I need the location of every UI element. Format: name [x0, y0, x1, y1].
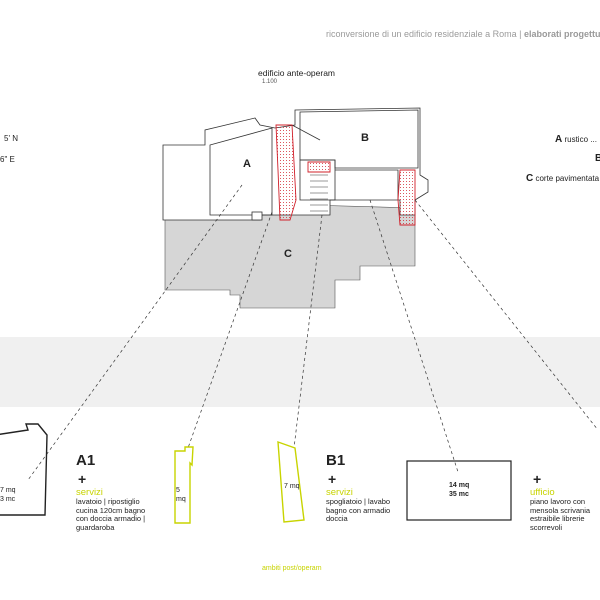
zone-label-b: B: [361, 132, 369, 144]
footer-caption: ambiti post/operam: [262, 565, 322, 572]
coord-lat: 5' N: [4, 134, 18, 143]
ambito-office-category: ufficio: [530, 487, 555, 498]
zone-label-c: C: [284, 248, 292, 260]
ambito-b1-category: servizi: [326, 487, 353, 498]
courtyard-c: [164, 200, 416, 309]
room-a1-wc-shape: [174, 446, 194, 524]
coord-lon: 6" E: [0, 155, 15, 164]
legend-b: B: [595, 153, 600, 164]
zone-label-a: A: [243, 158, 251, 170]
ambito-a1-description: lavatoio | ripostiglio cucina 120cm bagn…: [76, 497, 146, 532]
room-b1-office-shape: [406, 460, 512, 521]
building-outline: [162, 107, 429, 221]
ambito-b1-description: spogliatoio | lavabo bagno con armadio d…: [326, 497, 391, 523]
leader-lines: [27, 184, 599, 481]
legend-c: C corte pavimentata: [526, 173, 600, 184]
legend-a: A rustico ...: [555, 134, 597, 145]
ambito-office-plus: +: [533, 471, 542, 487]
ambito-a1-plus: +: [78, 471, 87, 487]
room-b1-wc-shape: [277, 440, 305, 523]
ambito-office-description: piano lavoro con mensola scrivania estra…: [530, 498, 591, 532]
header-subtitle: elaborati progettuali: [523, 29, 600, 39]
room-b1-wc-area: 7 mq: [284, 483, 300, 490]
plan-scale: 1.100: [262, 79, 278, 85]
stair: [310, 174, 328, 212]
ambito-a1-code: A1: [76, 452, 96, 469]
room-a1-shape: [0, 423, 48, 516]
plan-title: edificio ante-operam: [258, 68, 336, 78]
ambito-b1-plus: +: [328, 471, 337, 487]
new-partitions: [275, 124, 416, 226]
page-header: riconversione di un edificio residenzial…: [326, 29, 600, 39]
ambito-a1-category: servizi: [76, 487, 103, 498]
ambito-b1-code: B1: [326, 452, 346, 469]
